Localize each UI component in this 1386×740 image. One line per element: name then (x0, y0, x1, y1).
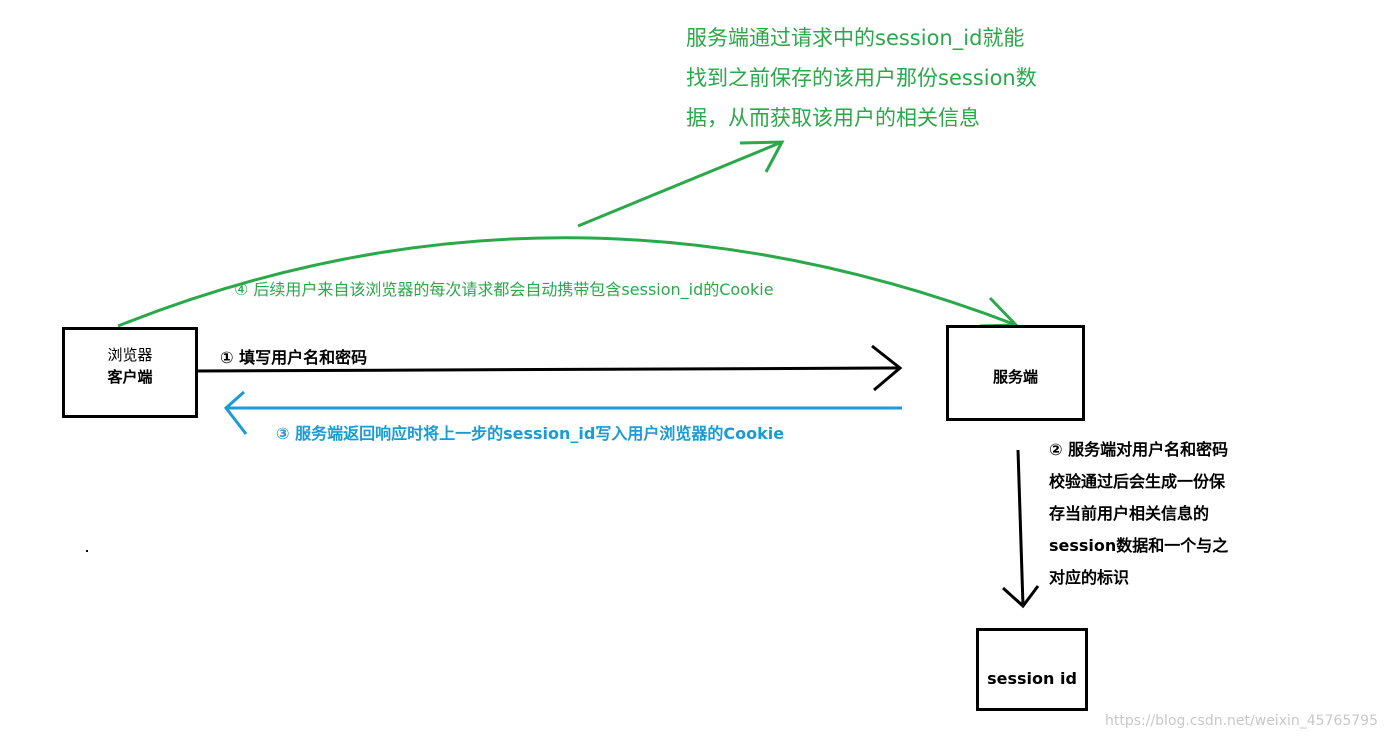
client-node: 浏览器 客户端 (62, 327, 198, 418)
note-line-1: 服务端通过请求中的session_id就能 (686, 26, 1025, 50)
step1-label: ① 填写用户名和密码 (220, 348, 368, 367)
watermark: https://blog.csdn.net/weixin_45765795 (1104, 713, 1378, 729)
note-line-2: 找到之前保存的该用户那份session数 (686, 66, 1037, 90)
step1-arrow (196, 366, 901, 373)
note-arrow (577, 140, 783, 228)
step2-label: ② 服务端对用户名和密码校验通过后会生成一份保存当前用户相关信息的session… (1049, 440, 1229, 587)
stray-dot (86, 550, 88, 552)
session-label: session id (987, 669, 1077, 688)
step4-label: ④ 后续用户来自该浏览器的每次请求都会自动携带包含session_id的Cook… (234, 280, 774, 299)
note-text: 服务端通过请求中的session_id就能 找到之前保存的该用户那份sessio… (686, 18, 1037, 138)
client-label-line2: 客户端 (107, 368, 153, 386)
step1-arrowhead (871, 344, 903, 392)
note-arrowhead (739, 140, 785, 173)
session-node: session id (976, 628, 1088, 711)
server-label: 服务端 (992, 368, 1038, 386)
step2-arrow (1016, 449, 1025, 607)
step3-label: ③ 服务端返回响应时将上一步的session_id写入用户浏览器的Cookie (276, 424, 785, 443)
client-label-line1: 浏览器 (107, 346, 153, 364)
step4-arrow (117, 236, 1017, 328)
step2-arrowhead (1001, 585, 1040, 609)
note-line-3: 据，从而获取该用户的相关信息 (686, 106, 980, 130)
step3-arrowhead (223, 390, 248, 435)
server-node: 服务端 (946, 325, 1085, 421)
